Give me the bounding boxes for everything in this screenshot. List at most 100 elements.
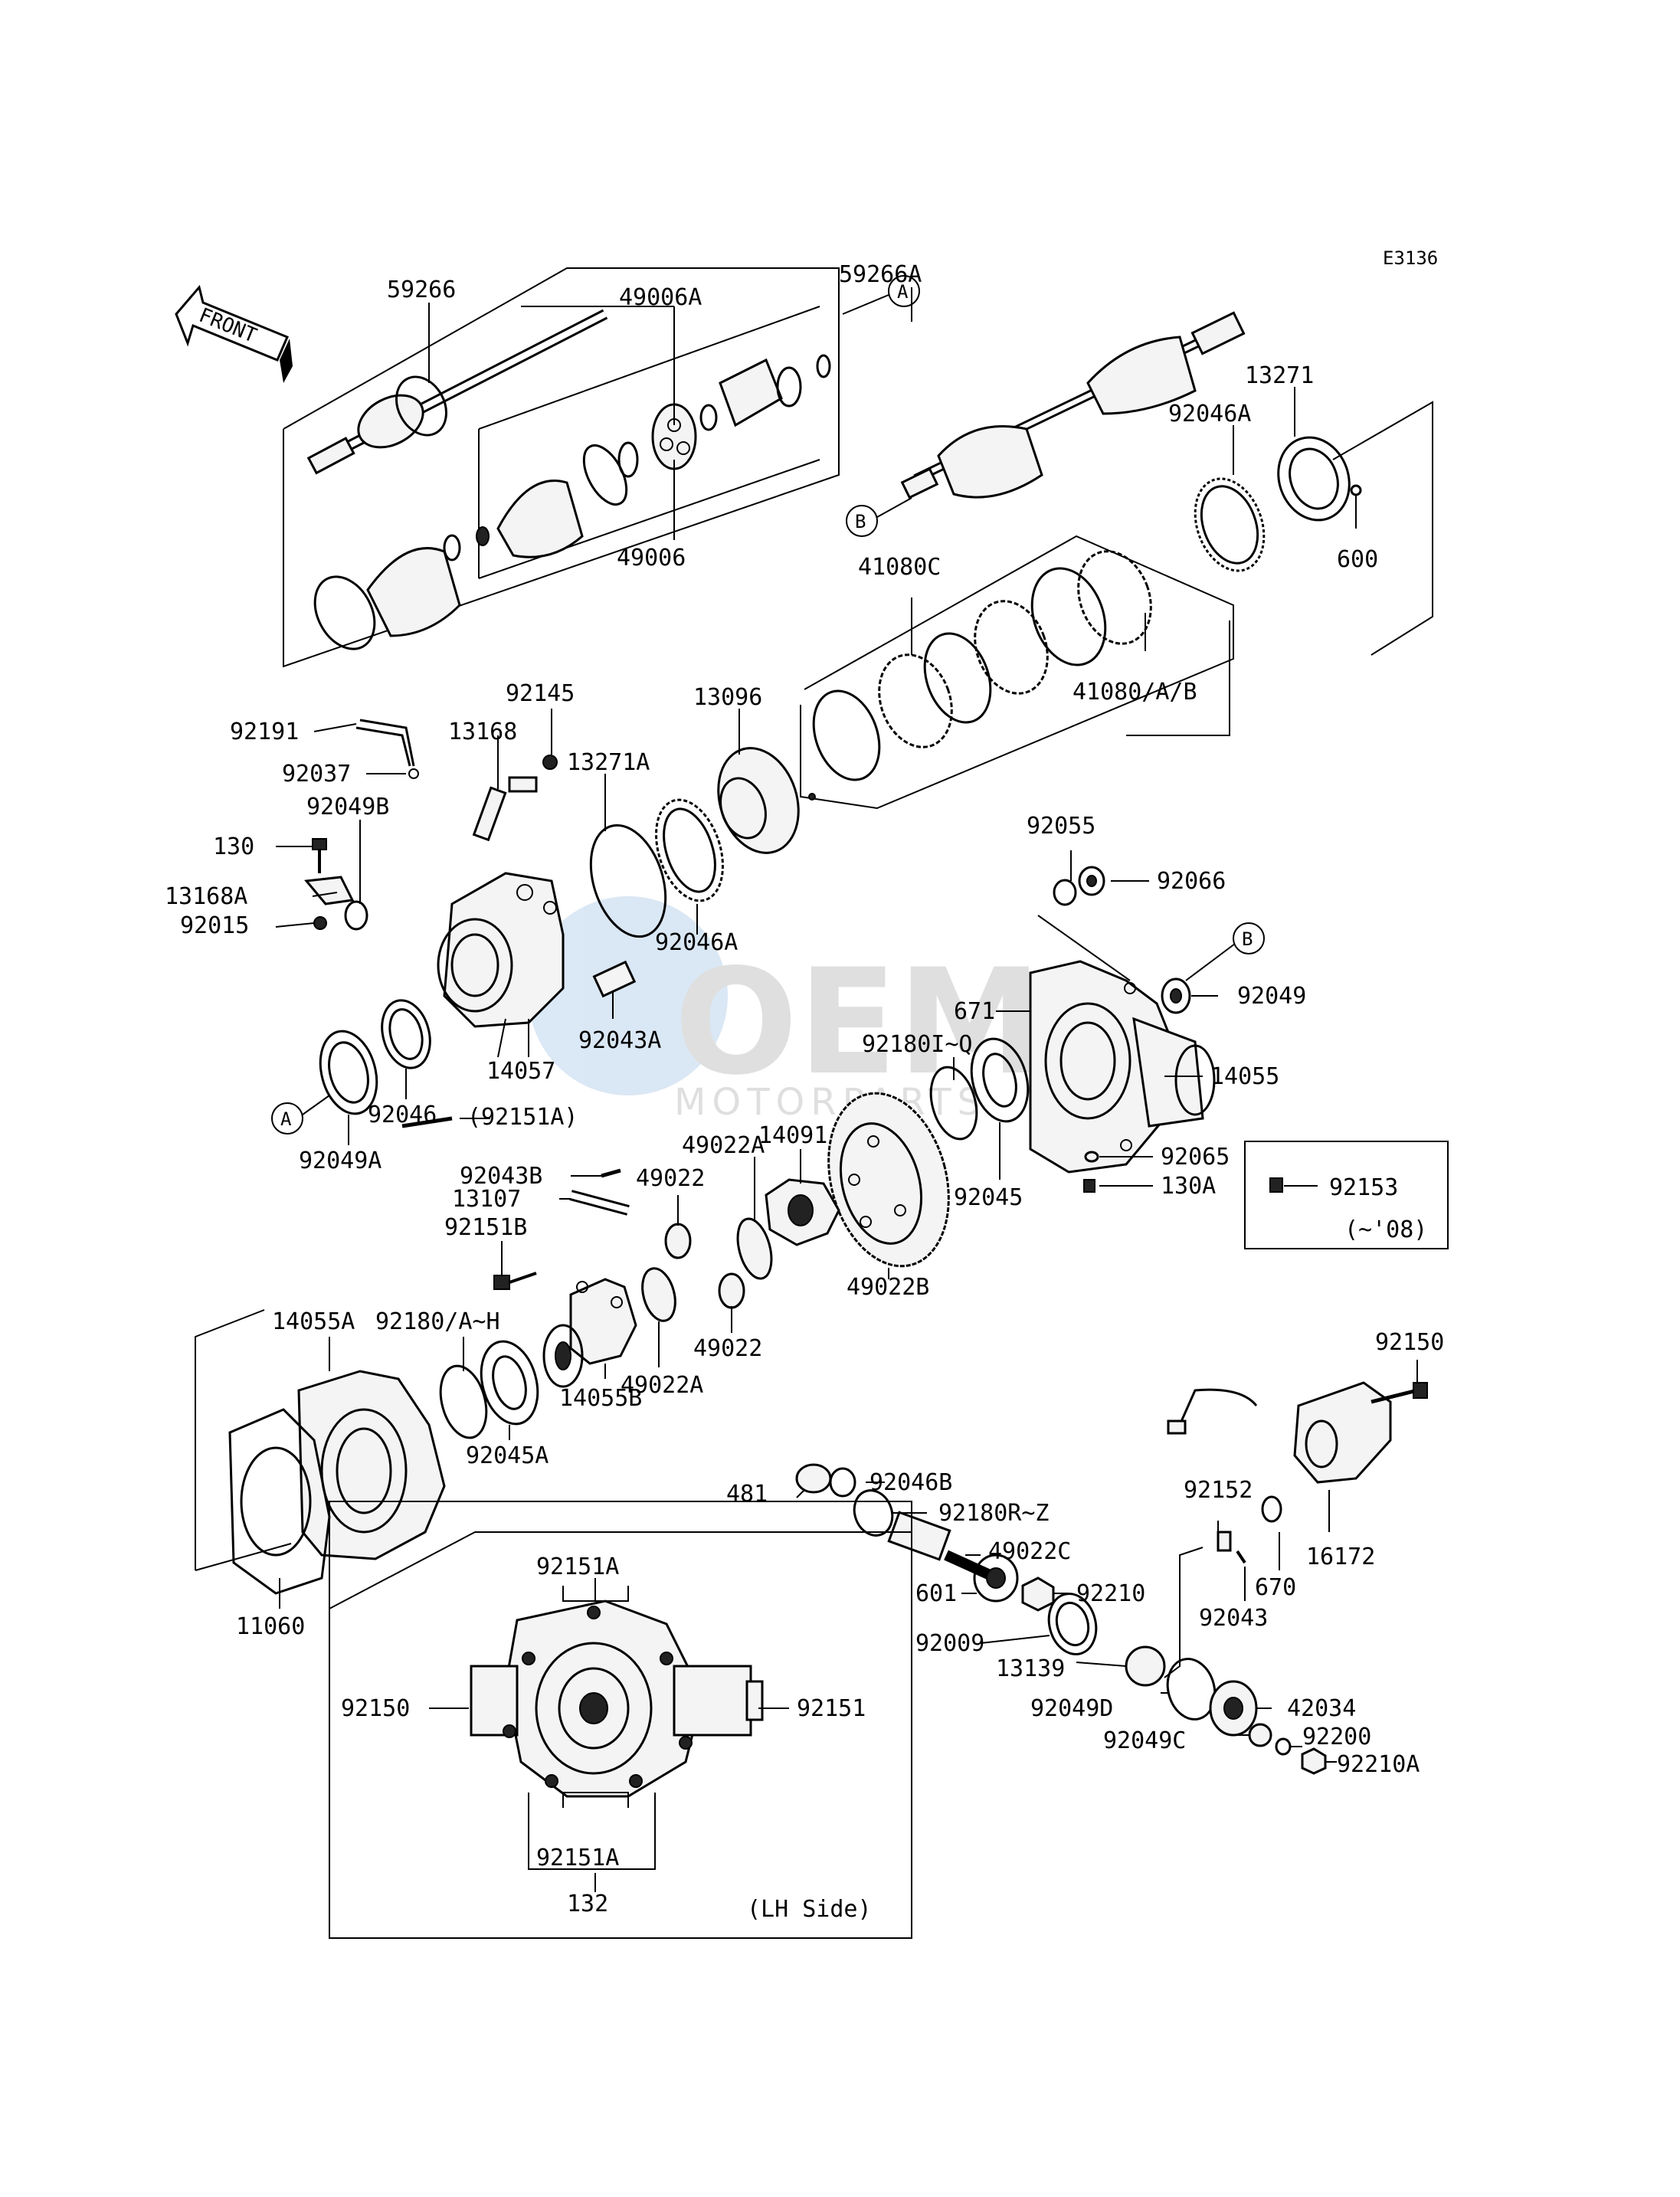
label-92191: 92191	[230, 719, 299, 745]
lh-side-label: (LH Side)	[747, 1896, 872, 1923]
pinion-49022-bottom	[718, 1272, 745, 1309]
leader-lines	[275, 287, 1418, 1763]
label-601: 601	[915, 1580, 957, 1607]
label-41080AB: 41080/A/B	[1073, 679, 1197, 706]
leader-actuator	[1164, 1547, 1204, 1678]
pinion-49022-top	[664, 1223, 692, 1259]
bolt-92150	[1371, 1382, 1428, 1404]
label-49006A: 49006A	[619, 284, 702, 311]
bearing-92045	[970, 1037, 1030, 1123]
label-92049B: 92049B	[306, 794, 389, 820]
washer-92200	[1275, 1737, 1292, 1756]
housing-14057	[437, 872, 565, 1058]
label-92045A: 92045A	[466, 1442, 549, 1469]
seal-92009	[1047, 1593, 1098, 1655]
figure-code: E3136	[1383, 247, 1438, 269]
label-92151A-paren: (92151A)	[467, 1104, 578, 1131]
label-92043: 92043	[1199, 1605, 1268, 1632]
label-92065: 92065	[1161, 1144, 1230, 1171]
side-gear-49022A-bottom	[641, 1267, 676, 1322]
label-16172: 16172	[1306, 1544, 1375, 1570]
bearing-92045A	[480, 1340, 539, 1426]
cover-14055A	[297, 1370, 446, 1560]
cv-joint-parts-49006	[313, 354, 831, 650]
label-92150-right: 92150	[1375, 1329, 1444, 1356]
label-92046A-mid: 92046A	[655, 929, 738, 956]
seal-92049A	[319, 1030, 378, 1115]
drive-shaft-59266	[306, 309, 608, 475]
oring-92055	[1053, 879, 1077, 906]
axle-group-box	[283, 267, 840, 668]
bracket-13168A	[304, 876, 355, 930]
callout-B-right: B	[1185, 922, 1265, 981]
svg-text:A: A	[280, 1108, 292, 1130]
label-92049C: 92049C	[1103, 1727, 1186, 1754]
sensor-ring-13271	[1194, 436, 1362, 572]
ring-gear-49022B	[827, 1092, 950, 1268]
clip-92152	[1217, 1531, 1232, 1552]
label-14055: 14055	[1210, 1063, 1279, 1090]
svg-text:A: A	[897, 281, 909, 303]
label-92049D: 92049D	[1030, 1695, 1113, 1722]
label-49022C: 49022C	[988, 1538, 1071, 1565]
label-92151-box: 92151	[797, 1695, 866, 1722]
right-bracket-lines	[1332, 401, 1433, 656]
lh-side-inset	[329, 1501, 912, 1939]
vent-hose-92191	[355, 719, 419, 779]
ring-13271A	[589, 823, 667, 938]
label-49022-bottom: 49022	[693, 1335, 762, 1362]
clutch-plate-box	[800, 535, 1234, 810]
label-14055B: 14055B	[559, 1385, 642, 1412]
label-59266A: 59266A	[839, 261, 922, 288]
label-92046: 92046	[368, 1102, 437, 1128]
label-92015: 92015	[180, 912, 249, 939]
bolt-130	[312, 838, 327, 873]
label-13168A: 13168A	[165, 883, 247, 910]
label-130: 130	[213, 833, 254, 860]
label-92210: 92210	[1076, 1580, 1145, 1607]
label-14091: 14091	[758, 1122, 827, 1149]
leader-gasket-box	[195, 1309, 265, 1570]
label-92066: 92066	[1157, 868, 1226, 895]
leader-gasket-lower	[195, 1543, 292, 1571]
pin-92043	[1236, 1550, 1246, 1564]
dowel-92043A	[592, 960, 637, 998]
label-13096: 13096	[693, 684, 762, 711]
label-132: 132	[567, 1891, 608, 1917]
label-13271: 13271	[1245, 362, 1314, 389]
bolt-130A	[1083, 1179, 1095, 1193]
label-671: 671	[954, 998, 995, 1025]
callout-A-left: A	[271, 1095, 330, 1135]
label-600: 600	[1337, 546, 1378, 573]
label-59266: 59266	[387, 277, 456, 303]
callout-A-top: A	[842, 275, 920, 315]
shim-92180AH	[439, 1364, 488, 1439]
label-92151A-box-bottom: 92151A	[536, 1845, 619, 1871]
gear-42034	[1209, 1680, 1258, 1737]
watermark-logo: OEM MOTORPARTS	[529, 896, 1042, 1124]
label-13271A: 13271A	[567, 749, 650, 776]
label-670: 670	[1255, 1574, 1296, 1601]
front-arrow-icon: FRONT	[175, 284, 293, 383]
part-labels: 59266 49006A 49006 59266A 13271 92046A 6…	[165, 261, 1444, 1923]
label-49006: 49006	[617, 545, 686, 571]
label-13107: 13107	[452, 1186, 521, 1213]
label-41080C: 41080C	[858, 554, 941, 581]
label-49022-top: 49022	[636, 1165, 705, 1192]
seal-92049B	[344, 900, 368, 931]
label-42034: 42034	[1287, 1695, 1356, 1722]
bearing-92046A	[655, 798, 724, 902]
label-92009: 92009	[915, 1630, 984, 1657]
pin-13107	[569, 1190, 630, 1216]
label-13168: 13168	[448, 719, 517, 745]
label-14055A: 14055A	[272, 1308, 355, 1335]
label-92200: 92200	[1302, 1724, 1371, 1750]
label-92180IQ: 92180I~Q	[862, 1031, 973, 1058]
callout-B-mid: B	[846, 497, 912, 537]
pin-92043B	[601, 1168, 621, 1178]
oring-670	[1261, 1495, 1282, 1523]
shim-92180IQ	[929, 1066, 978, 1141]
gasket-11060	[228, 1408, 331, 1595]
actuator-16172	[1167, 1381, 1392, 1484]
